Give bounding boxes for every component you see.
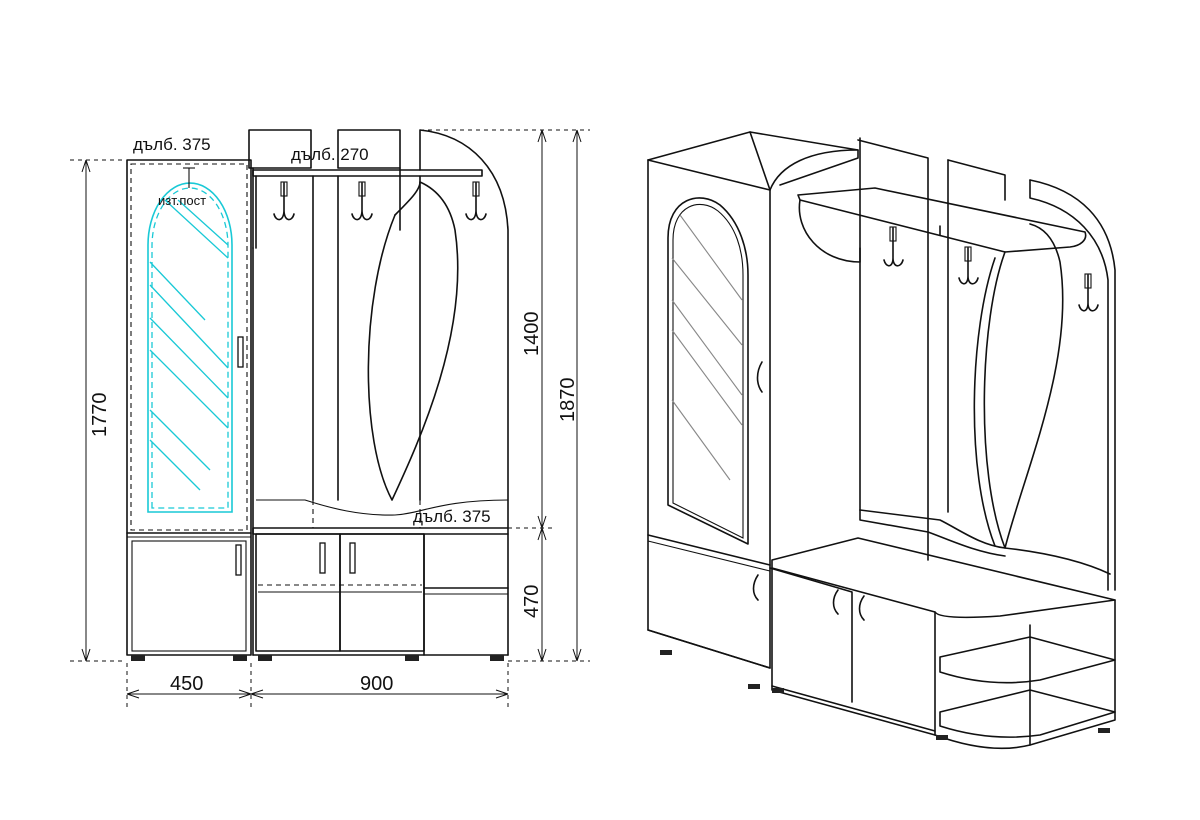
mirror-reflection-lines: [149, 199, 229, 491]
height-left-label: 1770: [89, 393, 111, 438]
foot: [233, 655, 247, 661]
lower-door-handle: [752, 574, 759, 601]
back-panel-mid: [947, 159, 1006, 201]
door-handle-mid: [349, 542, 356, 574]
foot: [660, 650, 672, 655]
foot: [936, 735, 948, 740]
perspective-shelf-2: [939, 689, 1116, 738]
dimension-height-right: [420, 129, 590, 662]
wardrobe-outline: [126, 159, 252, 656]
foot: [490, 655, 504, 661]
foot: [772, 688, 784, 693]
coat-hook-1: [273, 181, 295, 221]
foot: [258, 655, 272, 661]
perspective-mirror: [667, 197, 749, 545]
dimension-width: [126, 663, 509, 708]
height-lower-label: 470: [521, 585, 543, 618]
door-handle-left: [832, 589, 839, 615]
depth-label-bench: дълб. 375: [413, 507, 491, 526]
depth-label-hat-shelf: дълб. 270: [291, 145, 369, 164]
coat-hook-3: [465, 181, 487, 221]
wardrobe-handle: [237, 336, 244, 368]
coat-hook-2: [351, 181, 373, 221]
perspective-hook-1: [883, 226, 904, 267]
wardrobe-door-outline: [130, 163, 248, 531]
depth-label-wardrobe: дълб. 375: [133, 135, 211, 154]
lens-panel: [367, 181, 459, 501]
curved-side-panel: [419, 129, 509, 529]
foot: [1098, 728, 1110, 733]
fixed-shelf-label: изт.пост: [158, 193, 206, 208]
wardrobe-handle: [756, 361, 763, 393]
bench-top: [252, 527, 509, 535]
width-right-label: 900: [360, 673, 393, 695]
width-left-label: 450: [170, 673, 203, 695]
perspective-hat-shelf: [797, 187, 1087, 253]
lower-door-handle: [235, 544, 242, 576]
height-total-label: 1870: [557, 378, 579, 423]
upper-panel-left: [248, 129, 312, 169]
front-elevation: изт.пост: [70, 129, 590, 708]
foot: [748, 684, 760, 689]
foot: [131, 655, 145, 661]
back-panel-left: [857, 139, 929, 561]
foot: [405, 655, 419, 661]
perspective-curved-side: [1029, 179, 1116, 591]
upper-panel-mid: [337, 129, 401, 169]
perspective-view: [647, 131, 1116, 750]
perspective-mirror-reflections: [671, 214, 743, 481]
door-handle-mid: [858, 595, 865, 621]
perspective-shelf-1: [939, 636, 1116, 684]
height-upper-label: 1400: [521, 312, 543, 357]
mirror-outline: [147, 182, 233, 513]
perspective-hook-3: [1078, 273, 1099, 312]
wardrobe-lower-door: [131, 540, 247, 652]
dimension-height-left: [70, 159, 125, 662]
wardrobe-body: [647, 131, 771, 669]
perspective-hook-2: [958, 246, 979, 285]
hat-shelf: [252, 169, 483, 177]
perspective-bench-top: [771, 537, 1116, 619]
door-handle-left: [319, 542, 326, 574]
perspective-lens-panel: [983, 223, 1064, 549]
